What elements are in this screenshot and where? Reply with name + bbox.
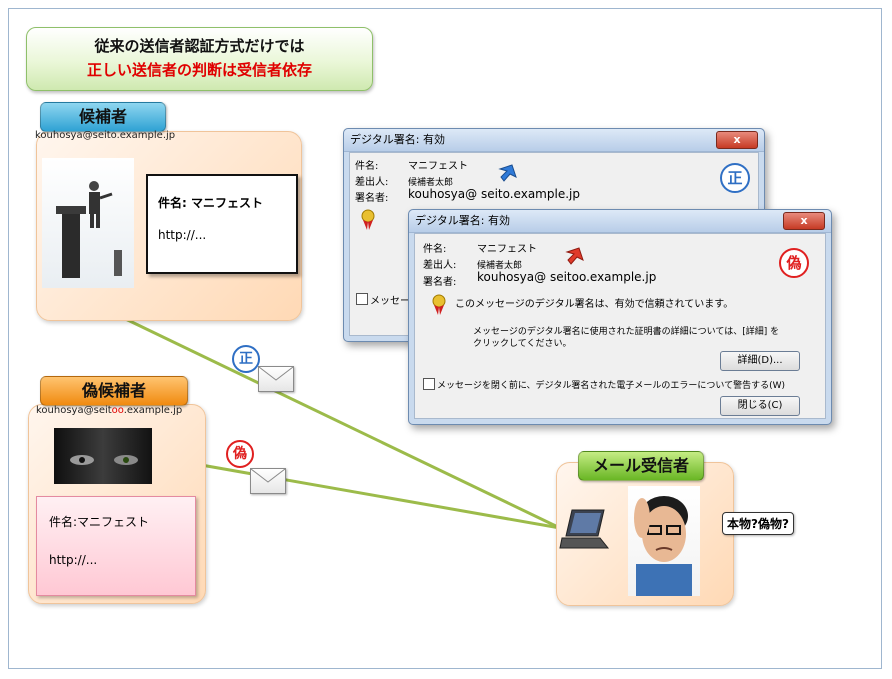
genuine-dialog-badge: 正 bbox=[720, 163, 750, 193]
fake-candidate-label: 偽候補者 bbox=[40, 376, 188, 406]
title-line-1: 従来の送信者認証方式だけでは bbox=[94, 37, 305, 55]
genuine-sender-label: 差出人: bbox=[355, 177, 389, 188]
title-box: 従来の送信者認証方式だけでは 正しい送信者の判断は受信者依存 bbox=[26, 27, 373, 91]
candidate-note-url: http://... bbox=[158, 228, 207, 242]
fake-subject-label: 件名: bbox=[423, 244, 447, 255]
genuine-signer-value: kouhosya@ seito.example.jp bbox=[408, 187, 580, 201]
fake-dialog-close-button[interactable]: x bbox=[783, 212, 825, 230]
laptop-icon bbox=[558, 506, 610, 552]
confused-person-icon bbox=[634, 496, 692, 596]
title-line-2: 正しい送信者の判断は受信者依存 bbox=[86, 61, 312, 79]
fake-email-prefix: kouhosya@seit bbox=[36, 405, 112, 416]
blue-arrow-icon bbox=[498, 163, 518, 187]
genuine-sender-value: 候補者太郎 bbox=[408, 178, 454, 188]
genuine-dialog-close-button[interactable]: x bbox=[716, 131, 758, 149]
fake-signature-dialog: デジタル署名: 有効 x 件名: マニフェスト 差出人: 候補者太郎 署名者: … bbox=[408, 209, 832, 425]
fake-email-highlight: oo bbox=[111, 405, 124, 416]
fake-warn-checkbox[interactable] bbox=[423, 378, 435, 390]
candidate-note-subject: 件名: マニフェスト bbox=[158, 196, 263, 210]
fake-dialog-body: 件名: マニフェスト 差出人: 候補者太郎 署名者: kouhosya@ sei… bbox=[414, 233, 826, 419]
fake-detail-message-1: メッセージのデジタル署名に使用された証明書の詳細については、[詳細] を bbox=[473, 327, 780, 337]
diagram-frame bbox=[8, 8, 882, 669]
fake-envelope-icon bbox=[250, 468, 286, 494]
genuine-checkbox-label: メッセージ bbox=[370, 296, 420, 307]
fake-note-url: http://... bbox=[49, 553, 98, 567]
fake-dialog-badge: 偽 bbox=[779, 248, 809, 278]
certificate-icon bbox=[360, 209, 376, 235]
fake-mail-line bbox=[149, 454, 561, 530]
receiver-question: 本物?偽物? bbox=[722, 512, 794, 535]
fake-signer-value: kouhosya@ seitoo.example.jp bbox=[477, 270, 657, 284]
fake-mail-note: 件名:マニフェスト http://... bbox=[36, 496, 196, 596]
fake-signer-label: 署名者: bbox=[423, 277, 457, 288]
receiver-photo bbox=[628, 486, 700, 596]
fake-candidate-email: kouhosya@seitoo.example.jp bbox=[36, 405, 182, 416]
fake-note-subject: 件名:マニフェスト bbox=[49, 515, 150, 529]
genuine-badge: 正 bbox=[232, 345, 260, 373]
genuine-dialog-title: デジタル署名: 有効 bbox=[344, 129, 764, 152]
receiver-label: メール受信者 bbox=[578, 451, 704, 481]
red-arrow-icon bbox=[565, 246, 585, 270]
fake-sender-label: 差出人: bbox=[423, 260, 457, 271]
certificate-icon bbox=[431, 294, 447, 320]
fake-sender-value: 候補者太郎 bbox=[477, 261, 523, 271]
candidate-mail-note: 件名: マニフェスト http://... bbox=[146, 174, 298, 274]
fake-subject-value: マニフェスト bbox=[477, 244, 537, 255]
genuine-subject-value: マニフェスト bbox=[408, 161, 468, 172]
fake-candidate-photo bbox=[54, 428, 152, 484]
fake-email-suffix: .example.jp bbox=[123, 405, 183, 416]
fake-trusted-message: このメッセージのデジタル署名は、有効で信頼されています。 bbox=[455, 299, 734, 310]
genuine-warn-checkbox[interactable] bbox=[356, 293, 368, 305]
speaker-photo bbox=[42, 158, 134, 288]
fake-dialog-title: デジタル署名: 有効 bbox=[409, 210, 831, 233]
fake-badge: 偽 bbox=[226, 440, 254, 468]
genuine-subject-label: 件名: bbox=[355, 161, 379, 172]
close-dialog-button[interactable]: 閉じる(C) bbox=[720, 396, 800, 416]
genuine-envelope-icon bbox=[258, 366, 294, 392]
speaker-icon bbox=[56, 181, 122, 278]
candidate-email: kouhosya@seito.example.jp bbox=[35, 130, 176, 141]
fake-checkbox-label: メッセージを閉く前に、デジタル署名された電子メールのエラーについて警告する(W) bbox=[437, 381, 786, 391]
detail-button[interactable]: 詳細(D)... bbox=[720, 351, 800, 371]
fake-detail-message-2: クリックしてください。 bbox=[473, 339, 572, 349]
eyes-icon bbox=[70, 455, 138, 465]
candidate-label: 候補者 bbox=[40, 102, 166, 132]
genuine-signer-label: 署名者: bbox=[355, 193, 389, 204]
genuine-mail-line bbox=[85, 298, 561, 530]
